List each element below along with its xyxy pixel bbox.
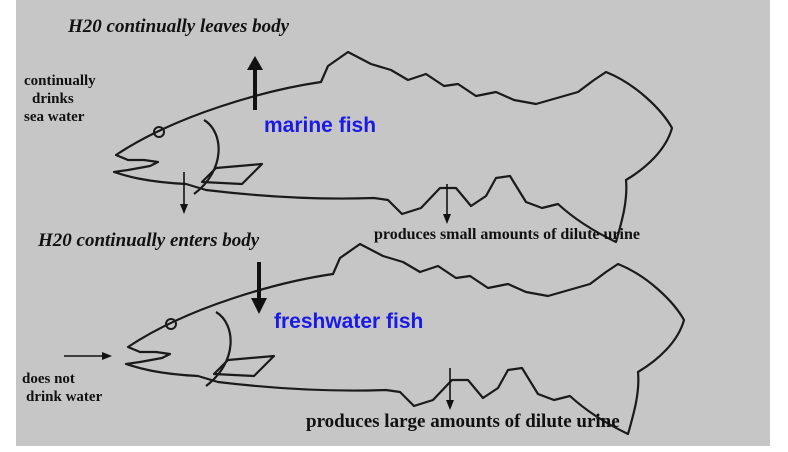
marine-water-flow-label: H20 continually leaves body: [68, 16, 289, 38]
freshwater-drinking-line-2: drink water: [26, 388, 102, 406]
marine-drinking-label: continually drinks sea water: [24, 72, 96, 126]
marine-fish-title: marine fish: [264, 114, 376, 138]
freshwater-fish-outline: [126, 244, 684, 434]
freshwater-no-drink-arrow: [64, 352, 112, 360]
marine-drinking-line-3: sea water: [24, 108, 96, 126]
fish-diagram: [16, 0, 770, 446]
marine-drinking-line-1: continually: [24, 72, 96, 90]
freshwater-water-flow-label: H20 continually enters body: [38, 230, 259, 252]
freshwater-urine-label: produces large amounts of dilute urine: [306, 411, 620, 433]
marine-drink-arrow: [180, 172, 188, 214]
marine-drinking-line-2: drinks: [32, 90, 104, 108]
marine-urine-arrow: [443, 184, 451, 224]
freshwater-drinking-line-1: does not: [22, 370, 98, 388]
marine-urine-label: produces small amounts of dilute urine: [374, 226, 640, 244]
marine-fish-outline: [114, 52, 672, 242]
freshwater-fish-title: freshwater fish: [274, 310, 423, 334]
marine-water-out-arrow: [247, 56, 263, 110]
freshwater-drinking-label: does not drink water: [22, 370, 98, 406]
freshwater-urine-arrow: [446, 368, 454, 410]
diagram-panel: H20 continually leaves body continually …: [16, 0, 770, 446]
